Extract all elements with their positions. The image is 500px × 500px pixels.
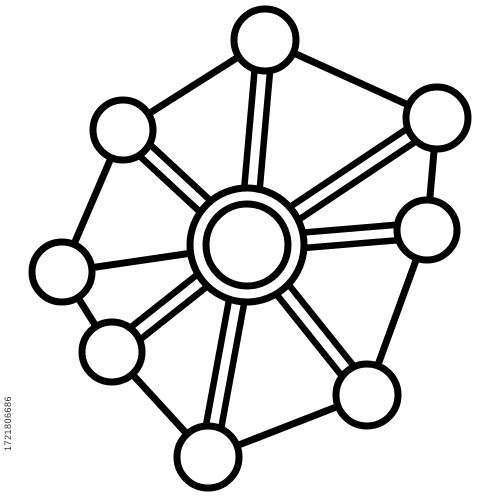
stock-id-text: 1721806686: [3, 395, 13, 451]
node-bottom: [173, 422, 243, 492]
node-top-left: [89, 96, 157, 164]
node-bottom-right: [332, 360, 402, 430]
central-hub: [186, 184, 308, 306]
node-top-right: [402, 83, 472, 153]
node-left: [28, 238, 96, 306]
node-top: [230, 5, 300, 75]
node-bottom-left: [78, 318, 146, 386]
outer-nodes: [28, 5, 472, 492]
node-right: [393, 196, 461, 264]
